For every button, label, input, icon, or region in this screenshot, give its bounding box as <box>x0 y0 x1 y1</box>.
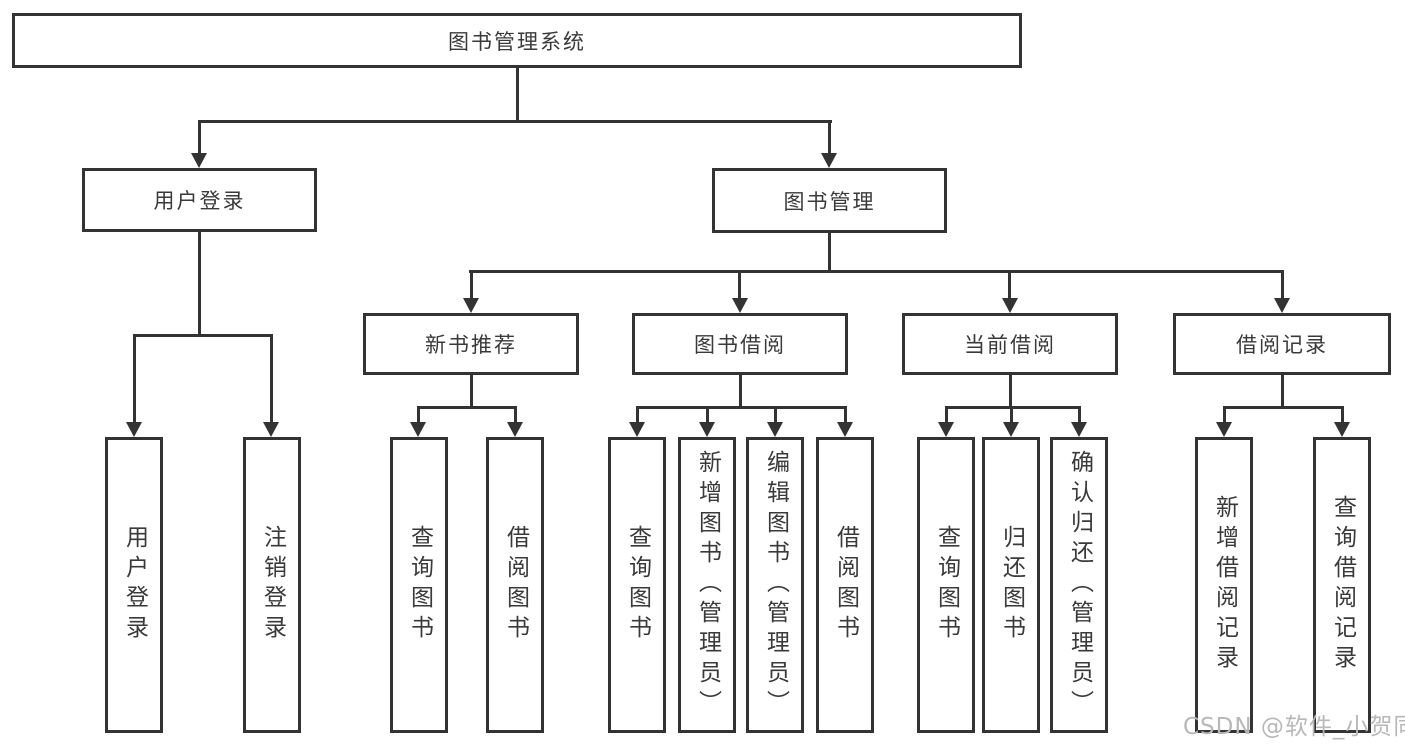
arrow-down-icon <box>191 153 207 168</box>
leaf-query-book-borrow: 查询图书 <box>608 437 666 733</box>
connector-vline <box>514 406 517 424</box>
leaf-borrow-book: 借阅图书 <box>816 437 874 733</box>
node-label: 查询图书 <box>406 525 433 645</box>
node-root: 图书管理系统 <box>12 13 1022 68</box>
leaf-confirm-return-admin: 确认归还（管理员） <box>1050 437 1108 733</box>
connector-vline <box>1341 406 1344 424</box>
connector-vline <box>1281 270 1284 300</box>
connector-vline <box>1078 406 1081 424</box>
connector-vline <box>198 120 201 156</box>
connector-vline <box>470 270 473 300</box>
connector-vline <box>945 406 948 424</box>
connector-vline <box>706 406 709 424</box>
node-label: 查询借阅记录 <box>1329 495 1356 675</box>
connector-vline <box>1008 270 1011 300</box>
arrow-down-icon <box>1071 422 1087 437</box>
arrow-down-icon <box>1003 422 1019 437</box>
arrow-down-icon <box>699 422 715 437</box>
node-label: 新增图书（管理员） <box>694 450 721 720</box>
connector-vline <box>636 406 639 424</box>
connector-vline <box>828 120 831 156</box>
connector-vline <box>1009 375 1012 408</box>
arrow-down-icon <box>410 422 426 437</box>
node-label: 新书推荐 <box>425 333 517 357</box>
node-label: 用户登录 <box>121 525 148 645</box>
arrow-down-icon <box>1002 298 1018 313</box>
arrow-down-icon <box>732 298 748 313</box>
arrow-down-icon <box>938 422 954 437</box>
leaf-query-book-current: 查询图书 <box>917 437 975 733</box>
node-label: 借阅图书 <box>832 525 859 645</box>
connector-hline <box>945 406 1081 409</box>
leaf-user-login: 用户登录 <box>105 437 163 733</box>
arrow-down-icon <box>821 153 837 168</box>
connector-hline <box>417 406 517 409</box>
connector-vline <box>844 406 847 424</box>
watermark: CSDN @软件_小贺同学 <box>1183 714 1405 740</box>
connector-hline <box>636 406 846 409</box>
arrow-down-icon <box>263 422 279 437</box>
node-book-borrow: 图书借阅 <box>632 313 848 375</box>
connector-vline <box>1010 406 1013 424</box>
arrow-down-icon <box>629 422 645 437</box>
leaf-add-borrow-record: 新增借阅记录 <box>1195 437 1253 733</box>
connector-vline <box>198 232 201 334</box>
connector-vline <box>774 406 777 424</box>
node-label: 注销登录 <box>259 525 286 645</box>
node-new-book-recommend: 新书推荐 <box>363 313 579 375</box>
arrow-down-icon <box>1274 298 1290 313</box>
connector-vline <box>739 375 742 408</box>
arrow-down-icon <box>463 298 479 313</box>
node-label: 图书管理系统 <box>448 29 586 54</box>
leaf-logout: 注销登录 <box>243 437 301 733</box>
connector-vline <box>133 334 136 424</box>
node-borrow-records: 借阅记录 <box>1173 313 1391 375</box>
node-label: 借阅记录 <box>1236 333 1328 357</box>
connector-vline <box>470 375 473 408</box>
arrow-down-icon <box>126 422 142 437</box>
arrow-down-icon <box>1334 422 1350 437</box>
connector-vline <box>828 233 831 272</box>
arrow-down-icon <box>1216 422 1232 437</box>
connector-vline <box>516 68 519 120</box>
leaf-query-book-recommend: 查询图书 <box>390 437 448 733</box>
leaf-query-borrow-record: 查询借阅记录 <box>1313 437 1371 733</box>
leaf-return-book: 归还图书 <box>982 437 1040 733</box>
arrow-down-icon <box>767 422 783 437</box>
node-label: 借阅图书 <box>502 525 529 645</box>
node-label: 图书管理 <box>783 189 876 214</box>
node-label: 新增借阅记录 <box>1211 495 1238 675</box>
arrow-down-icon <box>507 422 523 437</box>
connector-hline <box>469 270 1284 273</box>
node-label: 用户登录 <box>153 189 246 213</box>
connector-hline <box>198 120 832 123</box>
connector-vline <box>738 270 741 300</box>
connector-vline <box>1281 375 1284 408</box>
node-label: 查询图书 <box>624 525 651 645</box>
leaf-add-book-admin: 新增图书（管理员） <box>678 437 736 733</box>
node-current-borrow: 当前借阅 <box>902 313 1118 375</box>
leaf-borrow-book-recommend: 借阅图书 <box>486 437 544 733</box>
node-user-login: 用户登录 <box>82 168 317 232</box>
connector-vline <box>270 334 273 424</box>
node-label: 查询图书 <box>933 525 960 645</box>
node-book-management: 图书管理 <box>712 168 947 233</box>
connector-hline <box>133 334 273 337</box>
node-label: 归还图书 <box>998 525 1025 645</box>
node-label: 图书借阅 <box>694 333 786 357</box>
arrow-down-icon <box>837 422 853 437</box>
connector-vline <box>417 406 420 424</box>
node-label: 确认归还（管理员） <box>1066 450 1093 720</box>
leaf-edit-book-admin: 编辑图书（管理员） <box>746 437 804 733</box>
node-label: 编辑图书（管理员） <box>762 450 789 720</box>
node-label: 当前借阅 <box>964 333 1056 357</box>
connector-hline <box>1223 406 1344 409</box>
connector-vline <box>1223 406 1226 424</box>
